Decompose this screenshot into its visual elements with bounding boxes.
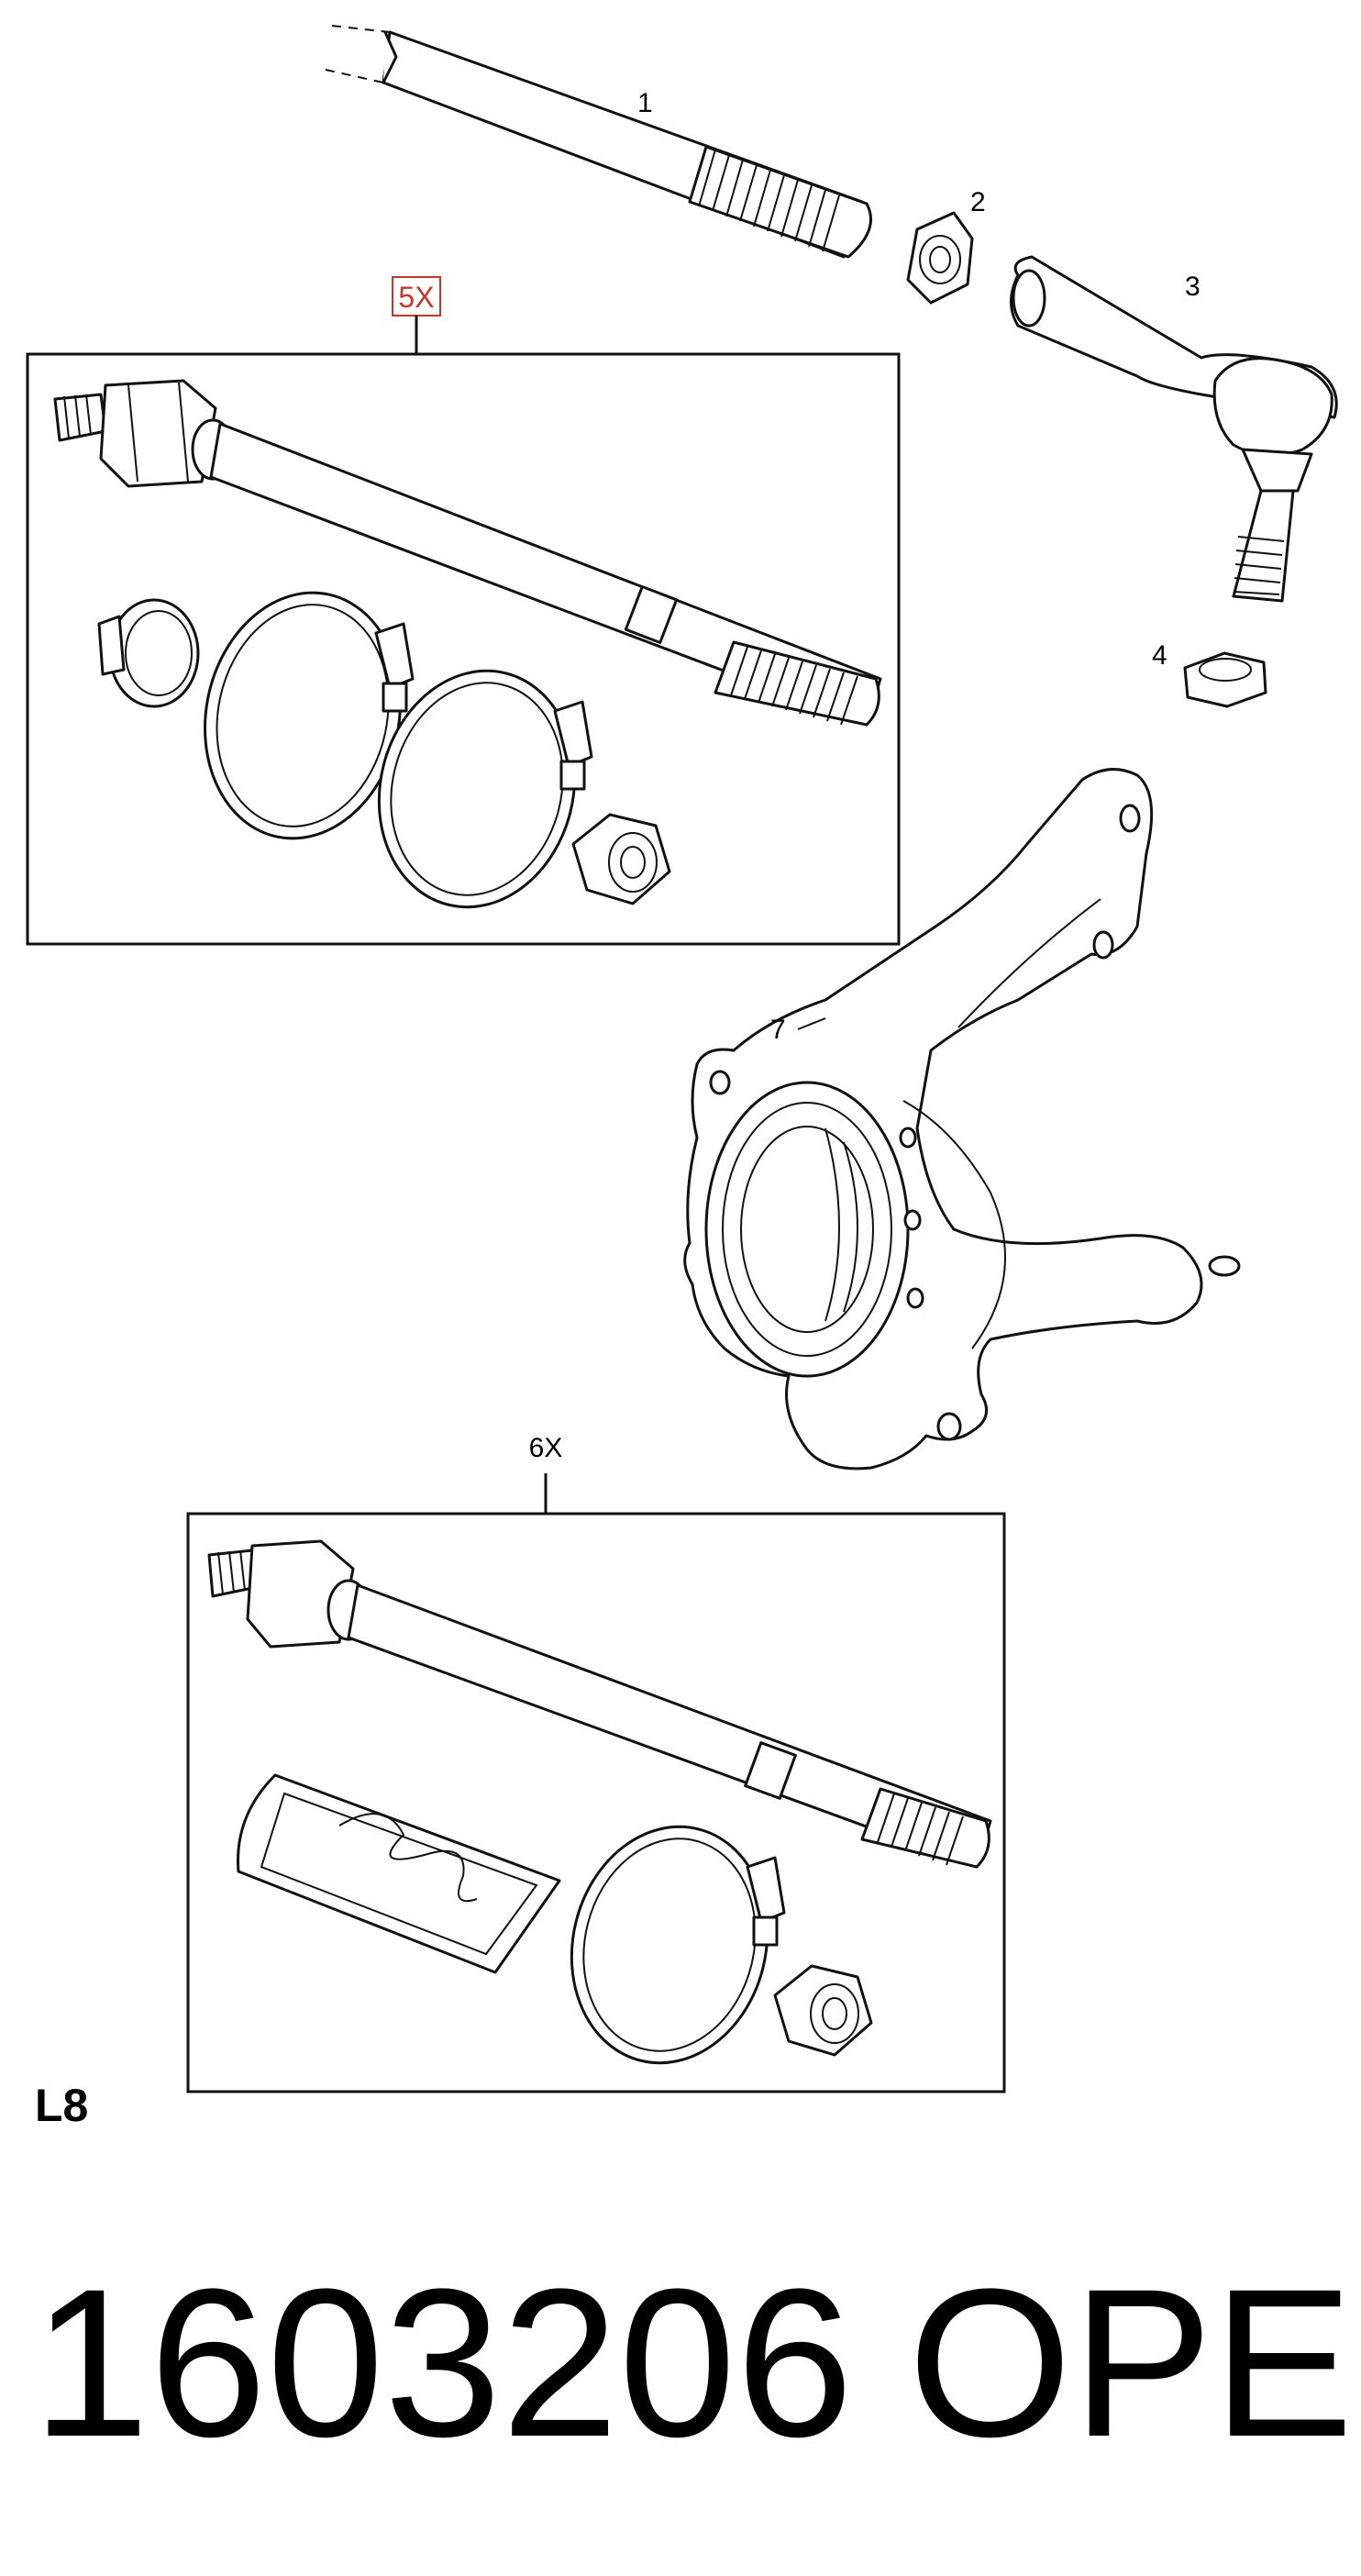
section-code: L8 — [35, 2080, 88, 2131]
callout-3: 3 — [1185, 272, 1201, 302]
kit-5x-callout-frame — [392, 276, 441, 316]
inner-tie-rod-6x — [207, 1539, 992, 1869]
callout-7: 7 — [770, 1015, 786, 1045]
large-clamp-5x-a — [204, 591, 415, 840]
grease-packet-6x — [237, 1773, 561, 1974]
nut-5x — [571, 813, 671, 905]
kit-5x-callout: 5X — [398, 281, 434, 314]
small-clamp-5x — [97, 598, 200, 708]
tie-rod-end-part-3 — [1010, 255, 1338, 603]
kit-6x-callout: 6X — [529, 1433, 563, 1463]
kit-box-5x: 5X — [26, 276, 901, 946]
steering-knuckle-part-7: 7 — [683, 768, 1241, 1471]
large-clamp-6x — [570, 1825, 786, 2065]
nut-part-2 — [906, 211, 974, 305]
large-clamp-5x-b — [377, 669, 593, 909]
callout-labels-top: 1 2 3 4 — [637, 88, 1201, 671]
callout-2: 2 — [970, 187, 986, 217]
nut-6x — [773, 1964, 873, 2057]
part-number: 1603206 — [32, 2245, 853, 2481]
brand-name: OPEL — [908, 2245, 1361, 2481]
nut-part-4 — [1183, 651, 1267, 708]
callout-1: 1 — [637, 88, 653, 118]
inner-tie-rod-5x — [53, 379, 882, 727]
tie-rod-thread — [688, 145, 872, 259]
callout-4: 4 — [1152, 640, 1167, 671]
tie-rod-part-1 — [325, 25, 872, 259]
kit-box-6x: 6X — [186, 1433, 1006, 2093]
